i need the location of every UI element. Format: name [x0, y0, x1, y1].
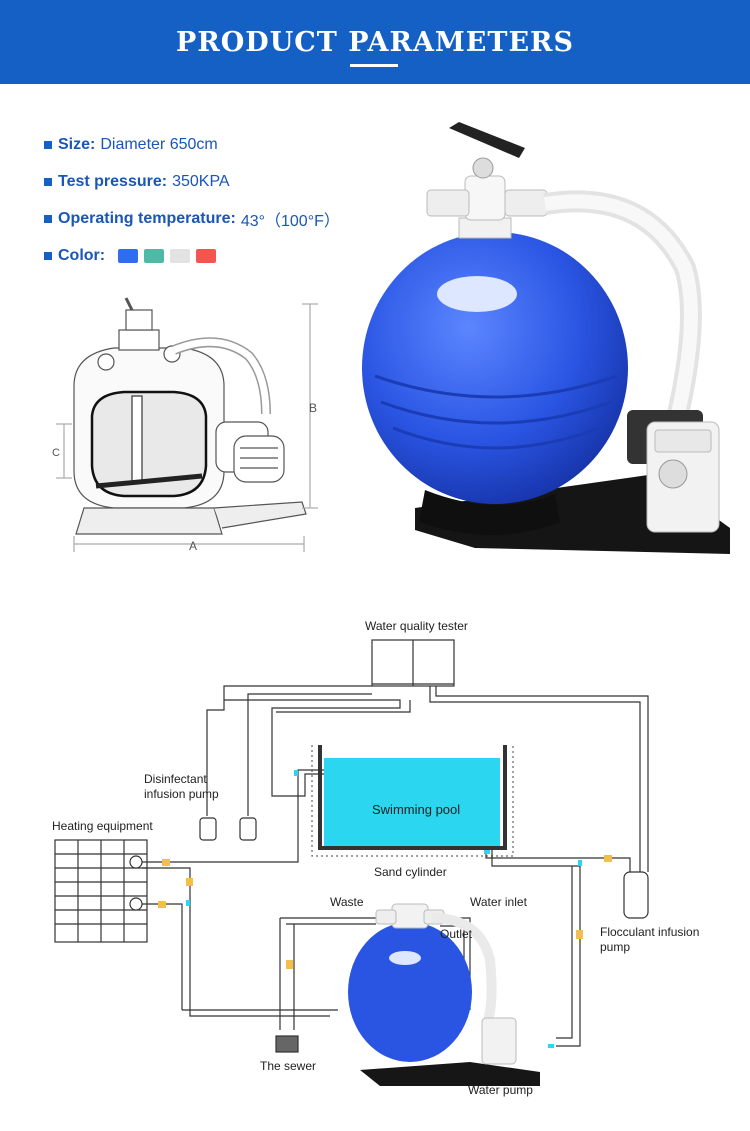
param-value: 43°（100°F）: [240, 212, 340, 230]
color-swatch-blue: [118, 248, 139, 263]
bullet-icon: [44, 140, 52, 149]
dimension-drawing: A B C: [52, 297, 318, 553]
color-swatch-gray: [170, 248, 191, 263]
label-the-sewer: The sewer: [260, 1059, 316, 1073]
param-label: Color:: [58, 246, 106, 264]
label-waste: Waste: [330, 895, 364, 909]
system-diagram: Water quality tester Disinfectant infusi…: [52, 619, 699, 1097]
param-label: Operating temperature:: [58, 209, 236, 227]
bullet-icon: [44, 214, 52, 223]
small-sand-filter-image: [348, 903, 540, 1086]
swimming-pool-water: [324, 758, 500, 846]
label-swimming-pool: Swimming pool: [372, 802, 460, 817]
title-underline: [350, 64, 398, 67]
label-flocculant-2: pump: [600, 940, 630, 954]
page-title: PRODUCT PARAMETERS: [176, 26, 574, 58]
label-water-pump: Water pump: [468, 1083, 533, 1097]
param-value: Diameter 650cm: [100, 135, 218, 153]
param-label: Test pressure:: [58, 172, 168, 190]
header-banner: PRODUCT PARAMETERS: [0, 0, 750, 84]
label-disinfectant-2: infusion pump: [144, 787, 219, 801]
dim-label-c: C: [52, 447, 60, 459]
param-test-pressure: Test pressure: 350KPA: [44, 163, 340, 200]
param-size: Size: Diameter 650cm: [44, 126, 340, 163]
param-value: 350KPA: [172, 172, 230, 190]
bullet-icon: [44, 251, 52, 260]
color-swatch-red: [196, 248, 217, 263]
label-sand-cylinder: Sand cylinder: [374, 865, 447, 879]
label-heating-equipment: Heating equipment: [52, 819, 153, 833]
param-list: Size: Diameter 650cm Test pressure: 350K…: [44, 126, 340, 274]
sand-filter-product-image: [362, 122, 730, 554]
param-label: Size:: [58, 135, 96, 153]
label-water-inlet: Water inlet: [470, 895, 528, 909]
label-water-quality-tester: Water quality tester: [365, 619, 468, 633]
param-color: Color:: [44, 237, 340, 274]
label-flocculant-1: Flocculant infusion: [600, 925, 699, 939]
dim-label-a: A: [189, 539, 197, 553]
param-operating-temperature: Operating temperature: 43°（100°F）: [44, 200, 340, 237]
label-outlet: Outlet: [440, 927, 473, 941]
color-swatch-teal: [144, 248, 165, 263]
label-disinfectant-1: Disinfectant: [144, 772, 207, 786]
color-swatches: [118, 248, 217, 263]
dim-label-b: B: [309, 401, 317, 415]
bullet-icon: [44, 177, 52, 186]
